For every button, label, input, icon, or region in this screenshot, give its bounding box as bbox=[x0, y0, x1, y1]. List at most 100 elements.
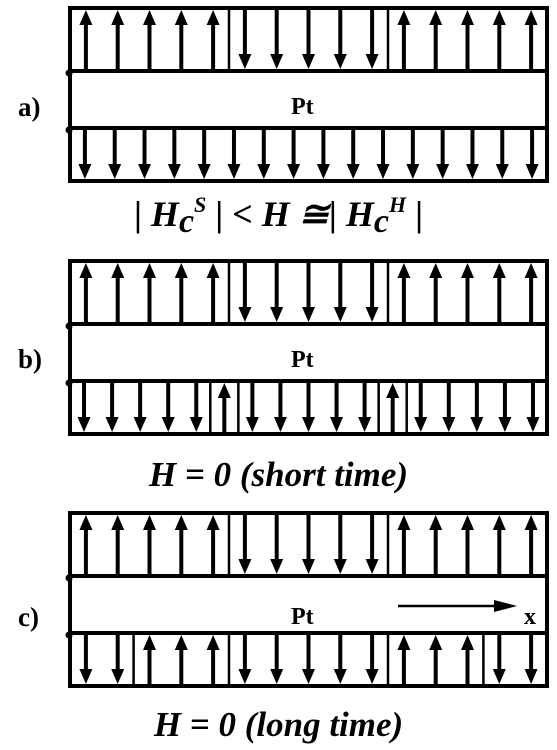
panel-c-interface-dot bbox=[65, 631, 73, 639]
panel-b-caption: H = 0 (short time) bbox=[148, 455, 409, 494]
panel-c-interface-dot bbox=[65, 574, 73, 582]
panel-b-bottom-arrow-down-icon bbox=[498, 383, 512, 432]
panel-b-label: b) bbox=[18, 344, 43, 374]
hch-superscript: H bbox=[388, 192, 407, 217]
abs-bar-1: | bbox=[133, 194, 151, 234]
panel-b-top-arrow-up-icon bbox=[429, 263, 443, 322]
panel-c-bottom-arrow-up-icon bbox=[397, 635, 411, 684]
panel-c-bottom-arrow-down-icon bbox=[238, 635, 252, 684]
panel-a-top-arrow-up-icon bbox=[111, 10, 125, 69]
panel-c-bottom-arrow-down-icon bbox=[524, 635, 538, 684]
panel-c-top-arrow-up-icon bbox=[492, 515, 506, 574]
panel-b-top-arrow-up-icon bbox=[206, 263, 220, 322]
panel-c-bottom-arrow-up-icon bbox=[206, 635, 220, 684]
panel-b-top-arrow-up-icon bbox=[111, 263, 125, 322]
panel-a-top-arrow-up-icon bbox=[524, 10, 538, 69]
panel-a-top-arrow-up-icon bbox=[429, 10, 443, 69]
panel-a-bottom-arrow-down-icon bbox=[316, 130, 330, 179]
abs-bar-2: | bbox=[206, 194, 233, 234]
panel-c-top-arrow-down-icon bbox=[333, 515, 347, 574]
panel-a-label: a) bbox=[18, 92, 41, 122]
panel-a-top-arrow-down-icon bbox=[270, 10, 284, 69]
panel-a-bottom-arrow-down-icon bbox=[138, 130, 152, 179]
panel-b-bottom-arrow-down-icon bbox=[77, 383, 91, 432]
panel-a-top-arrow-up-icon bbox=[206, 10, 220, 69]
panel-a-caption-formula: | HcS | < H ≅| HcH | bbox=[0, 194, 557, 239]
panel-a-top-arrow-down-icon bbox=[333, 10, 347, 69]
hch-subscript: c bbox=[373, 203, 389, 240]
panel-c-bottom-arrow-up-icon bbox=[174, 635, 188, 684]
panel-b-bottom-arrow-down-icon bbox=[133, 383, 147, 432]
panel-b-bottom-arrow-up-icon bbox=[217, 383, 231, 432]
panel-c-bottom-arrow-down-icon bbox=[79, 635, 93, 684]
hcs-symbol: H bbox=[150, 194, 179, 234]
panel-b-bottom-arrow-down-icon bbox=[442, 383, 456, 432]
panel-a-top-arrow-up-icon bbox=[79, 10, 93, 69]
panel-a-interface-dot bbox=[65, 126, 73, 134]
panel-c-top-arrow-down-icon bbox=[302, 515, 315, 574]
panel-b-top-arrow-down-icon bbox=[238, 263, 252, 322]
panel-a-top-arrow-up-icon bbox=[461, 10, 474, 69]
panel-b-bottom-arrow-down-icon bbox=[105, 383, 119, 432]
x-axis-arrow-icon bbox=[494, 600, 517, 612]
panel-c-bottom-arrow-down-icon bbox=[365, 635, 379, 684]
panel-a-bottom-arrow-down-icon bbox=[346, 130, 360, 179]
panel-b-bottom-arrow-down-icon bbox=[245, 383, 259, 432]
panel-b-top-arrow-down-icon bbox=[270, 263, 284, 322]
panel-b-bottom-arrow-down-icon bbox=[526, 383, 540, 432]
panel-b-bottom-arrow-down-icon bbox=[470, 383, 484, 432]
panel-a-bottom-arrow-down-icon bbox=[227, 130, 241, 179]
panel-c-bottom-arrow-up-icon bbox=[461, 635, 474, 684]
panel-a-bottom-arrow-down-icon bbox=[495, 130, 509, 179]
panel-a-top-arrow-up-icon bbox=[143, 10, 156, 69]
panel-b-top-arrow-up-icon bbox=[174, 263, 188, 322]
panel-c-top-arrow-up-icon bbox=[206, 515, 220, 574]
panel-c-top-arrow-up-icon bbox=[143, 515, 156, 574]
panel-a-interface-dot bbox=[65, 69, 73, 77]
panel-b-top-arrow-up-icon bbox=[461, 263, 474, 322]
panel-c-bottom-arrow-down-icon bbox=[302, 635, 315, 684]
panel-c-top-arrow-down-icon bbox=[270, 515, 284, 574]
panel-b-pt-label: Pt bbox=[291, 347, 314, 373]
panel-c-top-arrow-up-icon bbox=[174, 515, 188, 574]
panel-a-bottom-arrow-down-icon bbox=[465, 130, 479, 179]
panel-b-top-arrow-up-icon bbox=[79, 263, 93, 322]
hcs-subscript: c bbox=[178, 203, 195, 240]
panel-c-top-arrow-up-icon bbox=[397, 515, 411, 574]
panel-b-top-arrow-up-icon bbox=[397, 263, 411, 322]
panel-c-top-arrow-up-icon bbox=[79, 515, 93, 574]
panel-b-bottom-arrow-down-icon bbox=[358, 383, 372, 432]
panel-a-pt-label: Pt bbox=[291, 94, 314, 120]
panel-a-top-arrow-up-icon bbox=[174, 10, 188, 69]
panel-a-top-arrow-down-icon bbox=[238, 10, 252, 69]
panel-c-bottom-arrow-up-icon bbox=[429, 635, 443, 684]
panel-b-bottom-arrow-down-icon bbox=[189, 383, 203, 432]
panel-a-bottom-arrow-down-icon bbox=[376, 130, 390, 179]
panel-b-top-arrow-down-icon bbox=[333, 263, 347, 322]
panel-c-label: c) bbox=[18, 602, 39, 632]
panel-a-bottom-arrow-down-icon bbox=[257, 130, 271, 179]
abs-bar-3: | bbox=[328, 194, 346, 234]
panel-c-bottom-arrow-up-icon bbox=[143, 635, 156, 684]
panel-c-frame bbox=[68, 511, 549, 688]
panel-a-bottom-arrow-down-icon bbox=[108, 130, 122, 179]
hch-symbol: H bbox=[345, 194, 374, 234]
panel-a-top-arrow-down-icon bbox=[302, 10, 315, 69]
panel-b-bottom-arrow-down-icon bbox=[414, 383, 428, 432]
panel-b-bottom-arrow-down-icon bbox=[330, 383, 344, 432]
panel-a-bottom-arrow-down-icon bbox=[436, 130, 450, 179]
panel-b-bottom-arrow-down-icon bbox=[302, 383, 315, 432]
panel-a-bottom-arrow-down-icon bbox=[287, 130, 301, 179]
abs-bar-4: | bbox=[406, 194, 424, 234]
panel-c-top-arrow-up-icon bbox=[461, 515, 474, 574]
panel-b-frame bbox=[68, 259, 549, 436]
panel-c-top-arrow-up-icon bbox=[429, 515, 443, 574]
panel-b-bottom-arrow-down-icon bbox=[273, 383, 287, 432]
panel-a-top-arrow-up-icon bbox=[492, 10, 506, 69]
panel-b-top-arrow-up-icon bbox=[492, 263, 506, 322]
panel-b-top-arrow-up-icon bbox=[143, 263, 156, 322]
panel-a-bottom-arrow-down-icon bbox=[525, 130, 539, 179]
panel-a-bottom-arrow-down-icon bbox=[406, 130, 420, 179]
